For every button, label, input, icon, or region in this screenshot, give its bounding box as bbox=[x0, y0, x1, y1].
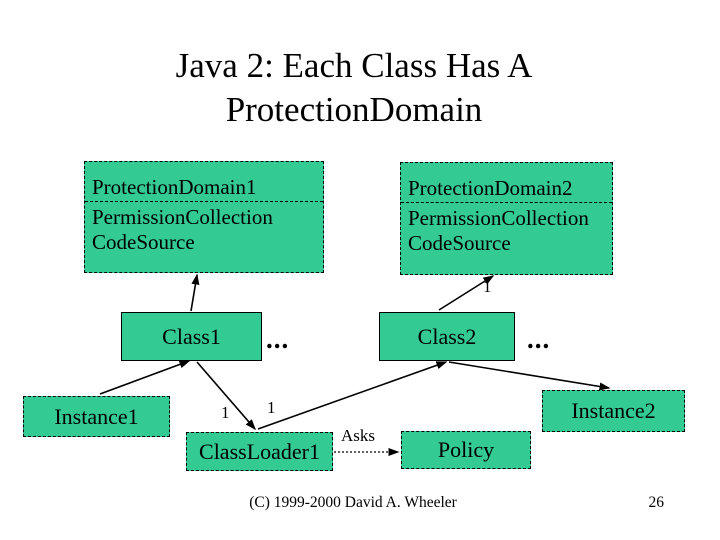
slide-title: Java 2: Each Class Has A ProtectionDomai… bbox=[0, 44, 708, 132]
pd1-title: ProtectionDomain1 bbox=[85, 162, 323, 202]
policy-label: Policy bbox=[437, 437, 495, 462]
classloader1-box: ClassLoader1 bbox=[186, 432, 333, 471]
instance1-label: Instance1 bbox=[54, 403, 139, 429]
connector-instance1-to-class1 bbox=[99, 360, 191, 395]
connector-class1-to-protectiondomain1 bbox=[190, 273, 200, 312]
classloader1-label: ClassLoader1 bbox=[199, 438, 320, 464]
page-number: 26 bbox=[648, 494, 665, 511]
copyright-footer: (C) 1999-2000 David A. Wheeler bbox=[249, 494, 457, 511]
class1-box: Class1 bbox=[121, 312, 262, 361]
instance1-box: Instance1 bbox=[23, 396, 170, 437]
pd1-permission-collection: PermissionCollection bbox=[92, 205, 273, 229]
protection-domain-1-box: ProtectionDomain1 PermissionCollection C… bbox=[84, 161, 324, 273]
pd2-title: ProtectionDomain2 bbox=[401, 163, 612, 203]
title-line-1: Java 2: Each Class Has A bbox=[175, 46, 533, 85]
pd2-permission-collection: PermissionCollection bbox=[408, 206, 589, 230]
protection-domain-2-box: ProtectionDomain2 PermissionCollection C… bbox=[400, 162, 613, 275]
class2-box: Class2 bbox=[379, 312, 515, 361]
class1-ellipsis: ... bbox=[266, 324, 290, 354]
pd1-code-source: CodeSource bbox=[92, 230, 195, 254]
connector-classloader1-to-class2 bbox=[257, 361, 448, 430]
class1-label: Class1 bbox=[162, 323, 221, 349]
class2-ellipsis: ... bbox=[527, 324, 551, 354]
pd2-code-source: CodeSource bbox=[408, 231, 511, 255]
multiplicity-pd2: 1 bbox=[483, 277, 492, 296]
title-line-2: ProtectionDomain bbox=[225, 90, 483, 129]
connector-class2-to-instance2 bbox=[448, 361, 611, 391]
policy-box: Policy bbox=[401, 431, 531, 469]
multiplicity-classloader-left: 1 bbox=[221, 403, 230, 422]
asks-label: Asks bbox=[341, 426, 376, 445]
class2-label: Class2 bbox=[417, 323, 477, 349]
instance2-box: Instance2 bbox=[542, 390, 685, 432]
instance2-label: Instance2 bbox=[571, 398, 656, 423]
multiplicity-classloader-right: 1 bbox=[267, 398, 276, 417]
